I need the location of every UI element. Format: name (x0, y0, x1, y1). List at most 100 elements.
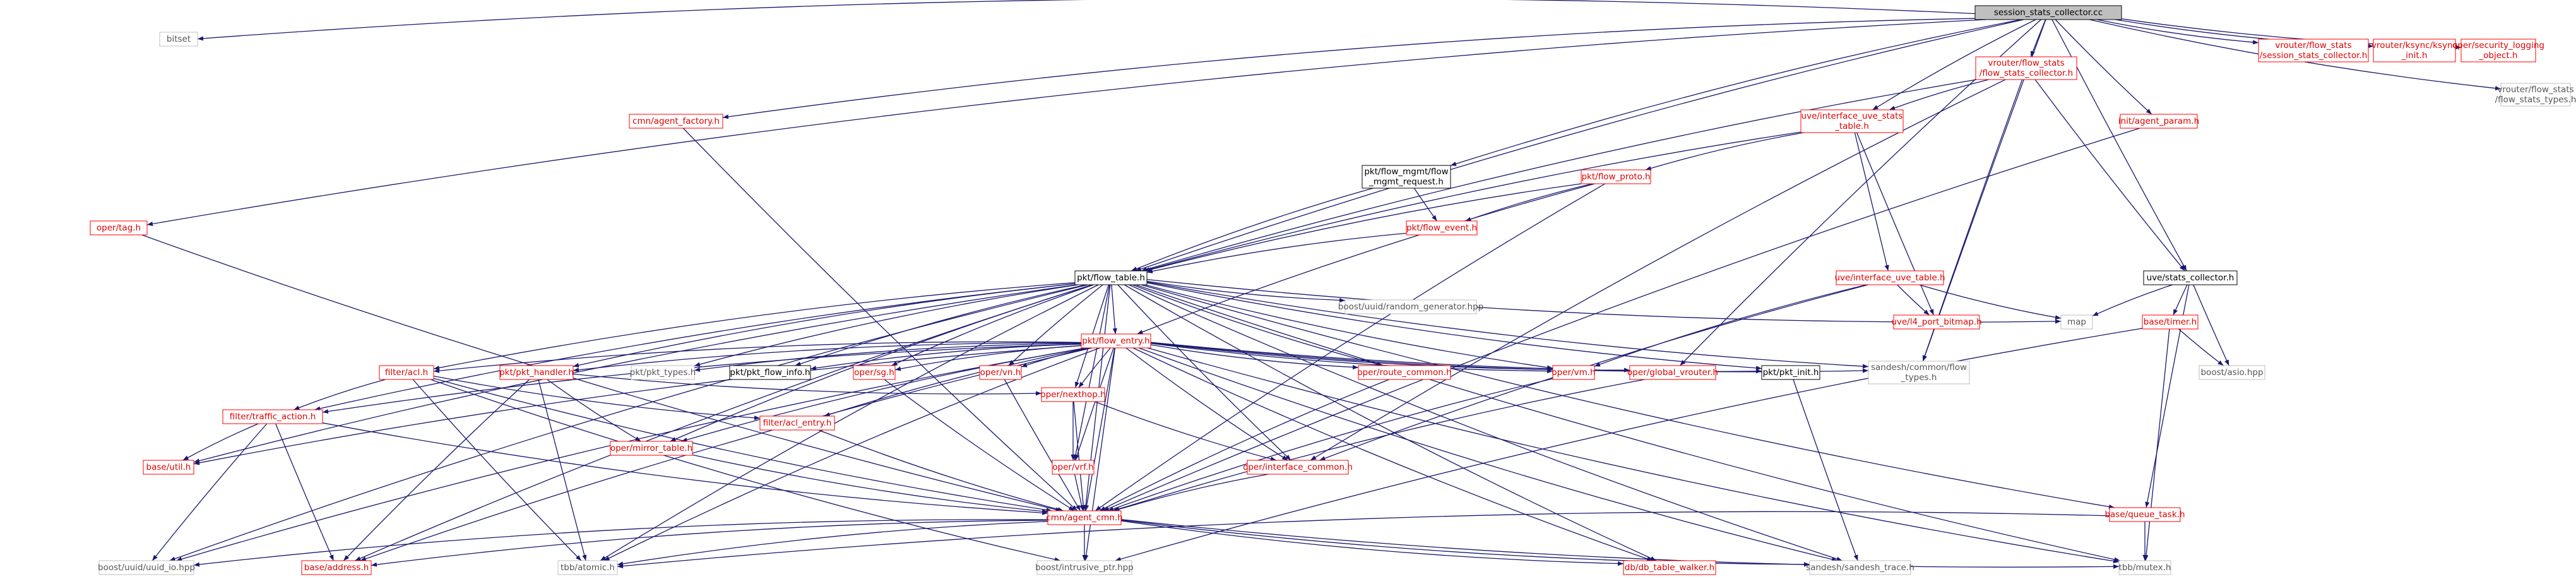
node-flow-table[interactable]: pkt/flow_table.h (1074, 270, 1148, 285)
edge-pkt_flow_entry-to-pkt_handler (573, 342, 1082, 373)
node-flow-stats-collector[interactable]: vrouter/flow_stats/flow_stats_collector.… (1975, 56, 2077, 80)
node-flow-event[interactable]: pkt/flow_event.h (1406, 220, 1478, 236)
node-box (1047, 510, 1122, 525)
node-box (1629, 365, 1716, 380)
node-label: /session_stats_collector.h (2260, 51, 2368, 61)
node-agent-cmn[interactable]: cmn/agent_cmn.h (1046, 510, 1123, 525)
node-filter-traffic-action[interactable]: filter/traffic_action.h (222, 409, 323, 424)
node-oper-mirror-table[interactable]: oper/mirror_table.h (610, 441, 693, 456)
node-base-timer[interactable]: base/timer.h (2142, 314, 2199, 330)
node-label: vrouter/flow_stats (2275, 40, 2351, 51)
node-ksync-init[interactable]: vrouter/ksync/ksync_init.h (2371, 39, 2457, 63)
node-label: session_stats_collector.cc (1994, 8, 2103, 18)
node-oper-vrf[interactable]: oper/vrf.h (1052, 460, 1095, 475)
node-box (1581, 169, 1651, 184)
node-pkt-flow-info[interactable]: pkt/pkt_flow_info.h (729, 365, 811, 380)
edge-intf_uve_stats-to-flow_proto (1645, 132, 1804, 170)
node-box (1081, 333, 1151, 349)
edge-pkt_flow_entry-to-filter_acl (433, 341, 1082, 373)
node-tbb-atomic[interactable]: tbb/atomic.h (557, 560, 618, 575)
node-box (90, 220, 148, 236)
node-label: pkt/pkt_flow_info.h (730, 367, 810, 378)
node-base-queue-task[interactable]: base/queue_task.h (2104, 507, 2185, 522)
node-label: oper/mirror_table.h (610, 443, 692, 453)
edge-intf_uve_stats-to-flow_table (1143, 131, 1801, 272)
edge-base_timer-to-boost_intrusive_ptr (1115, 328, 2143, 561)
edge-flow_table-to-db_table_walker (1124, 284, 1657, 561)
node-box (159, 32, 198, 47)
node-flow-stats-types[interactable]: vrouter/flow_stats/flow_stats_types.h (2495, 83, 2576, 107)
node-label: _mgmt_request.h (1368, 177, 1444, 187)
node-root[interactable]: session_stats_collector.cc (1974, 5, 2122, 20)
node-oper-nexthop[interactable]: oper/nexthop.h (1040, 387, 1106, 402)
node-label: _types.h (1901, 373, 1937, 383)
node-security-logging[interactable]: oper/security_logging_object.h (2452, 39, 2544, 63)
edge-flow_event-to-flow_table (1146, 232, 1407, 274)
node-oper-interface-common[interactable]: oper/interface_common.h (1243, 460, 1353, 475)
node-box (1358, 365, 1451, 380)
edge-flow_table-to-base_util (193, 284, 1077, 463)
edge-flow_table-to-oper_interface_common (1117, 284, 1291, 461)
node-box (222, 409, 323, 424)
node-filter-acl[interactable]: filter/acl.h (379, 365, 434, 380)
edge-oper_vrf-to-agent_cmn (1074, 474, 1084, 511)
node-tag[interactable]: oper/tag.h (90, 220, 148, 236)
node-box (2460, 39, 2536, 63)
node-session-stats-h[interactable]: vrouter/flow_stats/session_stats_collect… (2258, 39, 2369, 63)
node-label: base/queue_task.h (2104, 510, 2185, 520)
node-oper-sg[interactable]: oper/sg.h (853, 365, 896, 380)
edge-flow_table-to-oper_route_common (1132, 284, 1384, 367)
node-intf-uve-stats[interactable]: uve/interface_uve_stats_table.h (1800, 109, 1904, 133)
node-boost-asio[interactable]: boost/asio.hpp (2199, 365, 2265, 380)
node-box (729, 365, 811, 380)
edge-oper_mirror_table-to-agent_cmn (692, 454, 1048, 514)
edge-flow_table-to-sandesh_trace (1129, 284, 1843, 561)
edge-pkt_flow_entry-to-db_table_walker (1132, 347, 1653, 561)
node-filter-acl-entry[interactable]: filter/acl_entry.h (759, 415, 835, 431)
edge-agent_factory-to-agent_cmn (682, 128, 1078, 511)
node-stats-collector[interactable]: uve/stats_collector.h (2143, 270, 2238, 285)
node-base-address[interactable]: base/address.h (301, 560, 372, 575)
edge-flow_table-to-base_address (355, 284, 1093, 561)
node-box (979, 365, 1022, 380)
node-tbb-mutex[interactable]: tbb/mutex.h (2118, 560, 2171, 575)
node-oper-global-vrouter[interactable]: oper/global_vrouter.h (1627, 365, 1718, 380)
node-agent-param[interactable]: init/agent_param.h (2118, 114, 2199, 129)
edge-filter_acl-to-boost_intrusive_ptr (430, 379, 1060, 562)
node-label: pkt/flow_proto.h (1581, 172, 1650, 182)
node-db-table-walker[interactable]: db/db_table_walker.h (1623, 560, 1716, 575)
node-flow-mgmt-req[interactable]: pkt/flow_mgmt/flow_mgmt_request.h (1362, 165, 1451, 189)
node-agent-factory[interactable]: cmn/agent_factory.h (629, 114, 723, 129)
node-pkt-handler[interactable]: pkt/pkt_handler.h (499, 365, 574, 380)
edge-agent_param-to-agent_cmn (1103, 128, 2140, 511)
node-boost-uuid-rand[interactable]: boost/uuid/random_generator.hpp (1338, 299, 1483, 314)
node-oper-vm[interactable]: oper/vm.h (1552, 365, 1596, 380)
node-label: bitset (167, 34, 191, 44)
node-intf-uve-table[interactable]: uve/interface_uve_table.h (1835, 270, 1945, 285)
edge-flow_table-to-oper_vn (1008, 284, 1103, 366)
edge-filter_acl-to-filter_traffic_action (294, 379, 386, 410)
node-oper-route-common[interactable]: oper/route_common.h (1357, 365, 1452, 380)
node-pkt-init[interactable]: pkt/pkt_init.h (1761, 365, 1820, 380)
node-label: pkt/flow_event.h (1406, 223, 1477, 233)
node-sandesh-trace[interactable]: sandesh/sandesh_trace.h (1806, 560, 1914, 575)
node-flow-proto[interactable]: pkt/flow_proto.h (1581, 169, 1651, 184)
node-oper-vn[interactable]: oper/vn.h (979, 365, 1022, 380)
node-pkt-types[interactable]: pkt/pkt_types.h (630, 365, 696, 380)
node-base-util[interactable]: base/util.h (143, 460, 194, 475)
node-pkt-flow-entry[interactable]: pkt/flow_entry.h (1081, 333, 1151, 349)
node-boost-uuid-io[interactable]: boost/uuid/uuid_io.hpp (98, 560, 195, 575)
node-label: cmn/agent_cmn.h (1046, 513, 1122, 523)
node-bitset[interactable]: bitset (159, 32, 198, 47)
node-box (2109, 507, 2181, 522)
edge-stats_collector-to-base_timer (2173, 284, 2188, 316)
node-label: base/util.h (146, 462, 191, 472)
node-l4-port-bitmap[interactable]: uve/l4_port_bitmap.h (1891, 314, 1982, 330)
node-map[interactable]: map (2060, 314, 2093, 330)
node-boost-intrusive-ptr[interactable]: boost/intrusive_ptr.hpp (1035, 560, 1134, 575)
edge-pkt_flow_entry-to-filter_acl_entry (824, 347, 1089, 417)
node-sandesh-flow-types[interactable]: sandesh/common/flow_types.h (1868, 361, 1970, 385)
edge-pkt_handler-to-oper_mirror_table (547, 379, 641, 442)
edge-flow_table-to-pkt_flow_info (795, 284, 1086, 366)
edge-oper_vm-to-agent_cmn (1107, 378, 1553, 511)
